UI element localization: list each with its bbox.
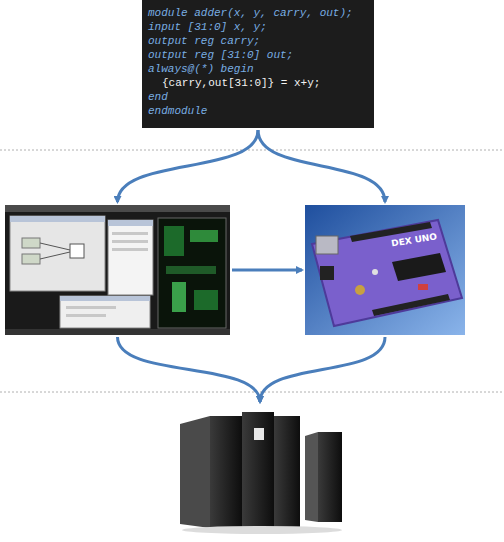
code-line: always@(*) begin [148, 62, 368, 76]
code-line: endmodule [148, 104, 368, 118]
code-line: end [148, 90, 368, 104]
code-line: module adder(x, y, carry, out); [148, 6, 368, 20]
server-box [175, 405, 345, 530]
flow-arrow [118, 130, 259, 202]
board-label: DEX UNO [391, 231, 438, 248]
flow-arrow [118, 337, 261, 402]
separator [0, 392, 504, 393]
code-box: module adder(x, y, carry, out);input [31… [142, 0, 374, 128]
board-photo [305, 205, 465, 335]
server-racks [180, 412, 342, 534]
flow-arrow [258, 130, 385, 202]
separator [0, 150, 504, 151]
code-line: input [31:0] x, y; [148, 20, 368, 34]
code-line: {carry,out[31:0]} = x+y; [148, 76, 368, 90]
screenshot [5, 205, 230, 335]
board-box: DEX UNO [305, 205, 465, 335]
flow-arrow [260, 337, 385, 402]
code-line: output reg carry; [148, 34, 368, 48]
flow-arrow [232, 269, 302, 272]
screenshot-box [5, 205, 230, 335]
code-line: output reg [31:0] out; [148, 48, 368, 62]
